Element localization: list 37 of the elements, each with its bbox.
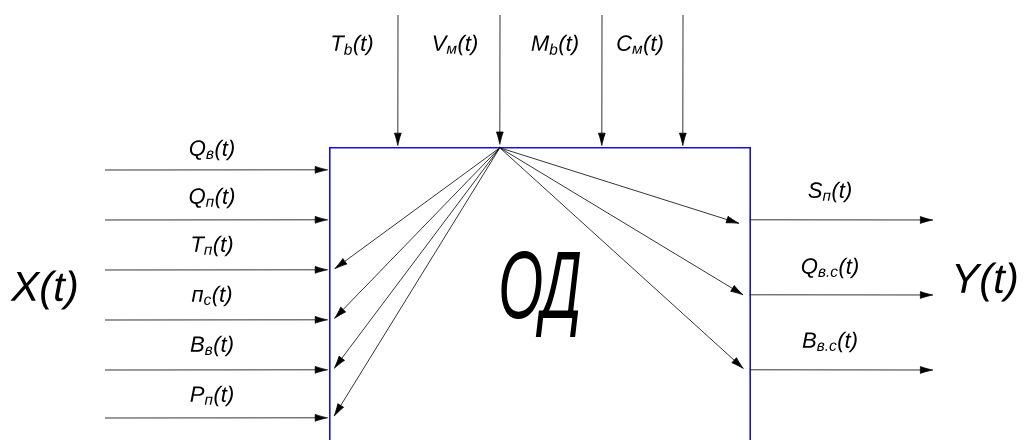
arrow	[334, 148, 500, 369]
arrow	[749, 291, 934, 299]
edge-label: В$_{в}$(t)	[190, 335, 233, 357]
arrow	[749, 366, 934, 374]
signal-label: Y(t)	[955, 262, 1017, 302]
arrow	[500, 147, 740, 224]
edge-label: В$_{в.с}$(t)	[802, 331, 857, 353]
edge-label: Q$_{в}$(t)	[189, 139, 234, 161]
arrow	[104, 166, 328, 174]
arrow	[496, 14, 504, 145]
arrow	[104, 414, 328, 422]
signal-label: X(t)	[10, 270, 77, 310]
edge-label: п$_{с}$(t)	[191, 285, 232, 307]
arrow	[679, 14, 687, 146]
junction-point	[498, 146, 501, 149]
edge-label: S$_{п}$(t)	[808, 181, 851, 203]
arrow	[749, 216, 934, 224]
arrow	[334, 148, 500, 270]
edge-label: V$_{м}$(t)	[433, 34, 477, 56]
arrow	[333, 148, 500, 417]
arrow	[598, 14, 606, 146]
arrow	[104, 216, 328, 224]
edge-label: T$_{п}$(t)	[192, 235, 233, 257]
edge-label: Q$_{п}$(t)	[189, 187, 235, 209]
arrow	[104, 266, 328, 274]
arrow	[500, 148, 744, 296]
edge-label: C$_{м}$(t)	[617, 34, 663, 56]
edge-label: T$_{b}$(t)	[332, 34, 373, 56]
edge-label: Р$_{п}$(t)	[190, 385, 233, 407]
edge-label: M$_{b}$(t)	[531, 34, 578, 56]
object-box: ОД	[329, 147, 751, 440]
edge-label: Q$_{в.с}$(t)	[801, 257, 858, 279]
arrow	[104, 316, 328, 324]
arrow	[500, 148, 744, 369]
arrow	[334, 148, 500, 319]
arrow	[394, 14, 402, 146]
arrow	[104, 366, 328, 374]
